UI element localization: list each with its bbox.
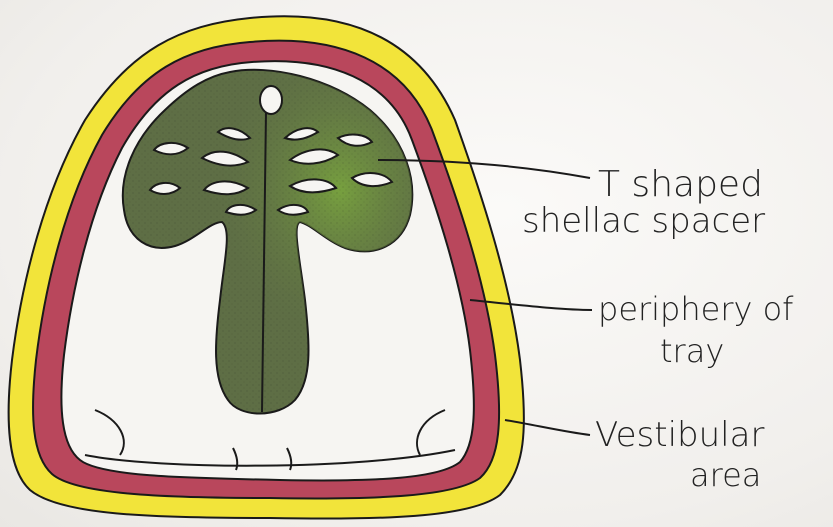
label-periphery-line1: periphery of	[598, 290, 794, 328]
label-t-shaped-line2: shellac spacer	[522, 201, 765, 241]
incisive-papilla	[260, 86, 282, 114]
label-vestibular-line1: Vestibular	[595, 415, 764, 455]
label-t-shaped-line1: T shaped	[598, 164, 763, 205]
label-periphery-line2: tray	[660, 332, 724, 370]
label-vestibular-line2: area	[690, 456, 761, 494]
